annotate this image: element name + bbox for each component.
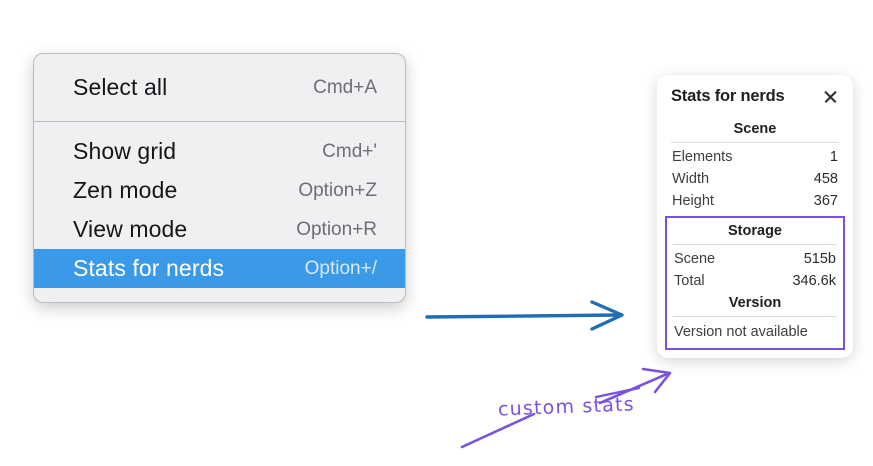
stat-label: Total <box>674 273 705 289</box>
menu-section-2: Show grid Cmd+' Zen mode Option+Z View m… <box>34 122 405 302</box>
menu-item-shortcut: Option+/ <box>304 257 377 279</box>
version-group: Version Version not available <box>671 292 839 344</box>
stat-label: Height <box>672 193 714 209</box>
stat-row-storage-scene: Scene 515b <box>671 248 839 270</box>
custom-stats-annotation-label: custom stats <box>497 393 636 421</box>
menu-item-view-mode[interactable]: View mode Option+R <box>34 210 405 249</box>
panel-header: Stats for nerds <box>669 87 841 106</box>
menu-item-show-grid[interactable]: Show grid Cmd+' <box>34 132 405 171</box>
blue-arrow-icon <box>425 300 624 331</box>
menu-divider <box>34 121 405 122</box>
custom-stats-highlight-box: Storage Scene 515b Total 346.6k Version … <box>665 216 845 350</box>
menu-item-select-all[interactable]: Select all Cmd+A <box>34 68 405 107</box>
storage-heading: Storage <box>728 223 782 239</box>
close-icon[interactable] <box>822 88 839 105</box>
stat-label: Scene <box>674 251 716 267</box>
context-menu: Select all Cmd+A Show grid Cmd+' Zen mod… <box>33 53 406 303</box>
stat-value: 1 <box>829 149 838 165</box>
menu-item-label: Select all <box>73 74 168 100</box>
version-text: Version not available <box>674 324 808 340</box>
stat-label: Width <box>672 171 710 187</box>
menu-section-1: Select all Cmd+A <box>34 54 405 121</box>
menu-item-label: Show grid <box>73 138 177 164</box>
menu-item-zen-mode[interactable]: Zen mode Option+Z <box>34 171 405 210</box>
scene-heading: Scene <box>733 121 777 137</box>
purple-arrow-icon <box>598 367 672 405</box>
menu-item-shortcut: Option+R <box>296 218 377 240</box>
stat-value: 367 <box>813 193 838 209</box>
stat-label: Elements <box>672 149 733 165</box>
stat-value: 458 <box>813 171 838 187</box>
stat-row-height: Height 367 <box>669 190 841 212</box>
version-rule <box>673 316 837 317</box>
storage-group: Storage Scene 515b Total 346.6k <box>671 220 839 292</box>
menu-item-shortcut: Cmd+' <box>322 140 377 162</box>
scene-group: Scene Elements 1 Width 458 Height 367 <box>669 118 841 212</box>
purple-tick-stroke <box>594 386 641 399</box>
stat-value: 346.6k <box>792 273 836 289</box>
purple-underline-stroke <box>460 412 536 449</box>
panel-title: Stats for nerds <box>671 87 785 105</box>
scene-rule <box>671 142 839 143</box>
stat-row-width: Width 458 <box>669 168 841 190</box>
menu-item-shortcut: Option+Z <box>298 179 377 201</box>
stat-value: 515b <box>803 251 836 267</box>
stat-row-elements: Elements 1 <box>669 146 841 168</box>
version-heading: Version <box>728 295 782 311</box>
storage-rule <box>673 244 837 245</box>
menu-item-shortcut: Cmd+A <box>313 76 377 98</box>
stats-for-nerds-panel: Stats for nerds Scene Elements 1 Width 4… <box>657 75 853 358</box>
stat-row-storage-total: Total 346.6k <box>671 270 839 292</box>
menu-item-stats-for-nerds[interactable]: Stats for nerds Option+/ <box>34 249 405 288</box>
menu-item-label: Zen mode <box>73 177 178 203</box>
menu-item-label: Stats for nerds <box>73 255 225 281</box>
menu-item-label: View mode <box>73 216 188 242</box>
